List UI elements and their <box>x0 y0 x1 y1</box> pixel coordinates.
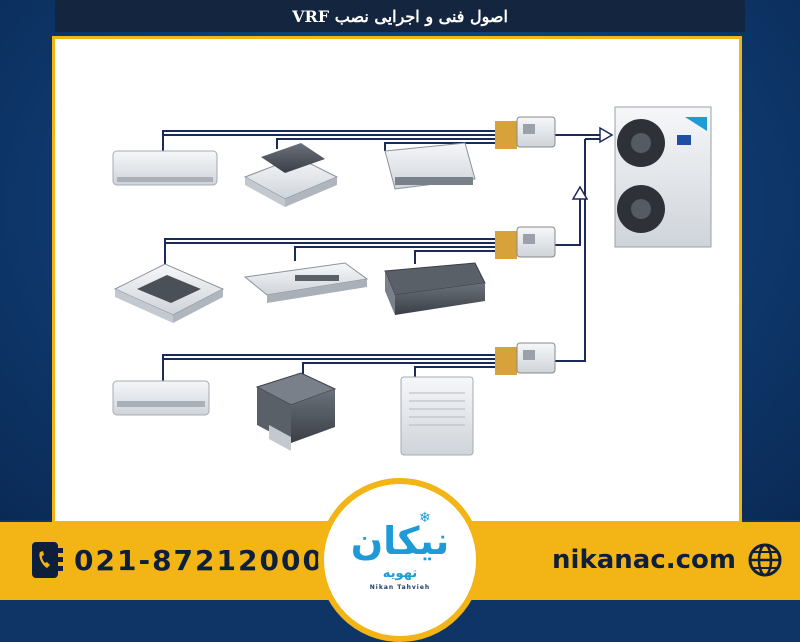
website-link[interactable]: nikanac.com <box>552 545 736 575</box>
ducted-high-static-unit <box>255 372 337 451</box>
snowflake-icon: ❄ <box>419 510 431 526</box>
vrf-outdoor-unit-icon <box>614 106 712 248</box>
branch-kit-3 <box>495 342 556 375</box>
phone-contact[interactable]: 021-87212000 <box>30 530 324 590</box>
website-contact[interactable]: nikanac.com <box>552 530 782 590</box>
logo-main-text: نیکان <box>350 519 450 563</box>
page-title: اصول فنی و اجرایی نصب VRF <box>55 0 745 32</box>
branch-kit-1 <box>495 116 556 149</box>
phone-number: 021-87212000 <box>74 543 324 577</box>
ducted-unit <box>384 262 486 315</box>
ceiling-suspended-unit <box>384 142 476 190</box>
wall-mounted-split-unit-2 <box>112 380 210 416</box>
phone-icon <box>32 542 63 578</box>
globe-icon <box>748 543 782 577</box>
refrigerant-pipes <box>162 130 600 381</box>
four-way-cassette-unit <box>113 263 225 323</box>
logo-latin-text: Nikan Tahvieh <box>369 584 431 591</box>
diagram-frame <box>52 36 742 524</box>
branch-kit-2 <box>495 226 556 259</box>
wall-mounted-split-unit <box>112 150 218 186</box>
logo-sub-text: تهویه <box>382 566 418 581</box>
floor-standing-unit <box>400 376 474 456</box>
brand-logo: ❄ نیکان تهویه Nikan Tahvieh <box>318 478 482 642</box>
ceiling-suspended-unit-2 <box>243 262 369 303</box>
flow-arrows <box>571 126 614 200</box>
ceiling-cassette-unit <box>243 143 339 207</box>
vrf-diagram <box>112 106 712 456</box>
